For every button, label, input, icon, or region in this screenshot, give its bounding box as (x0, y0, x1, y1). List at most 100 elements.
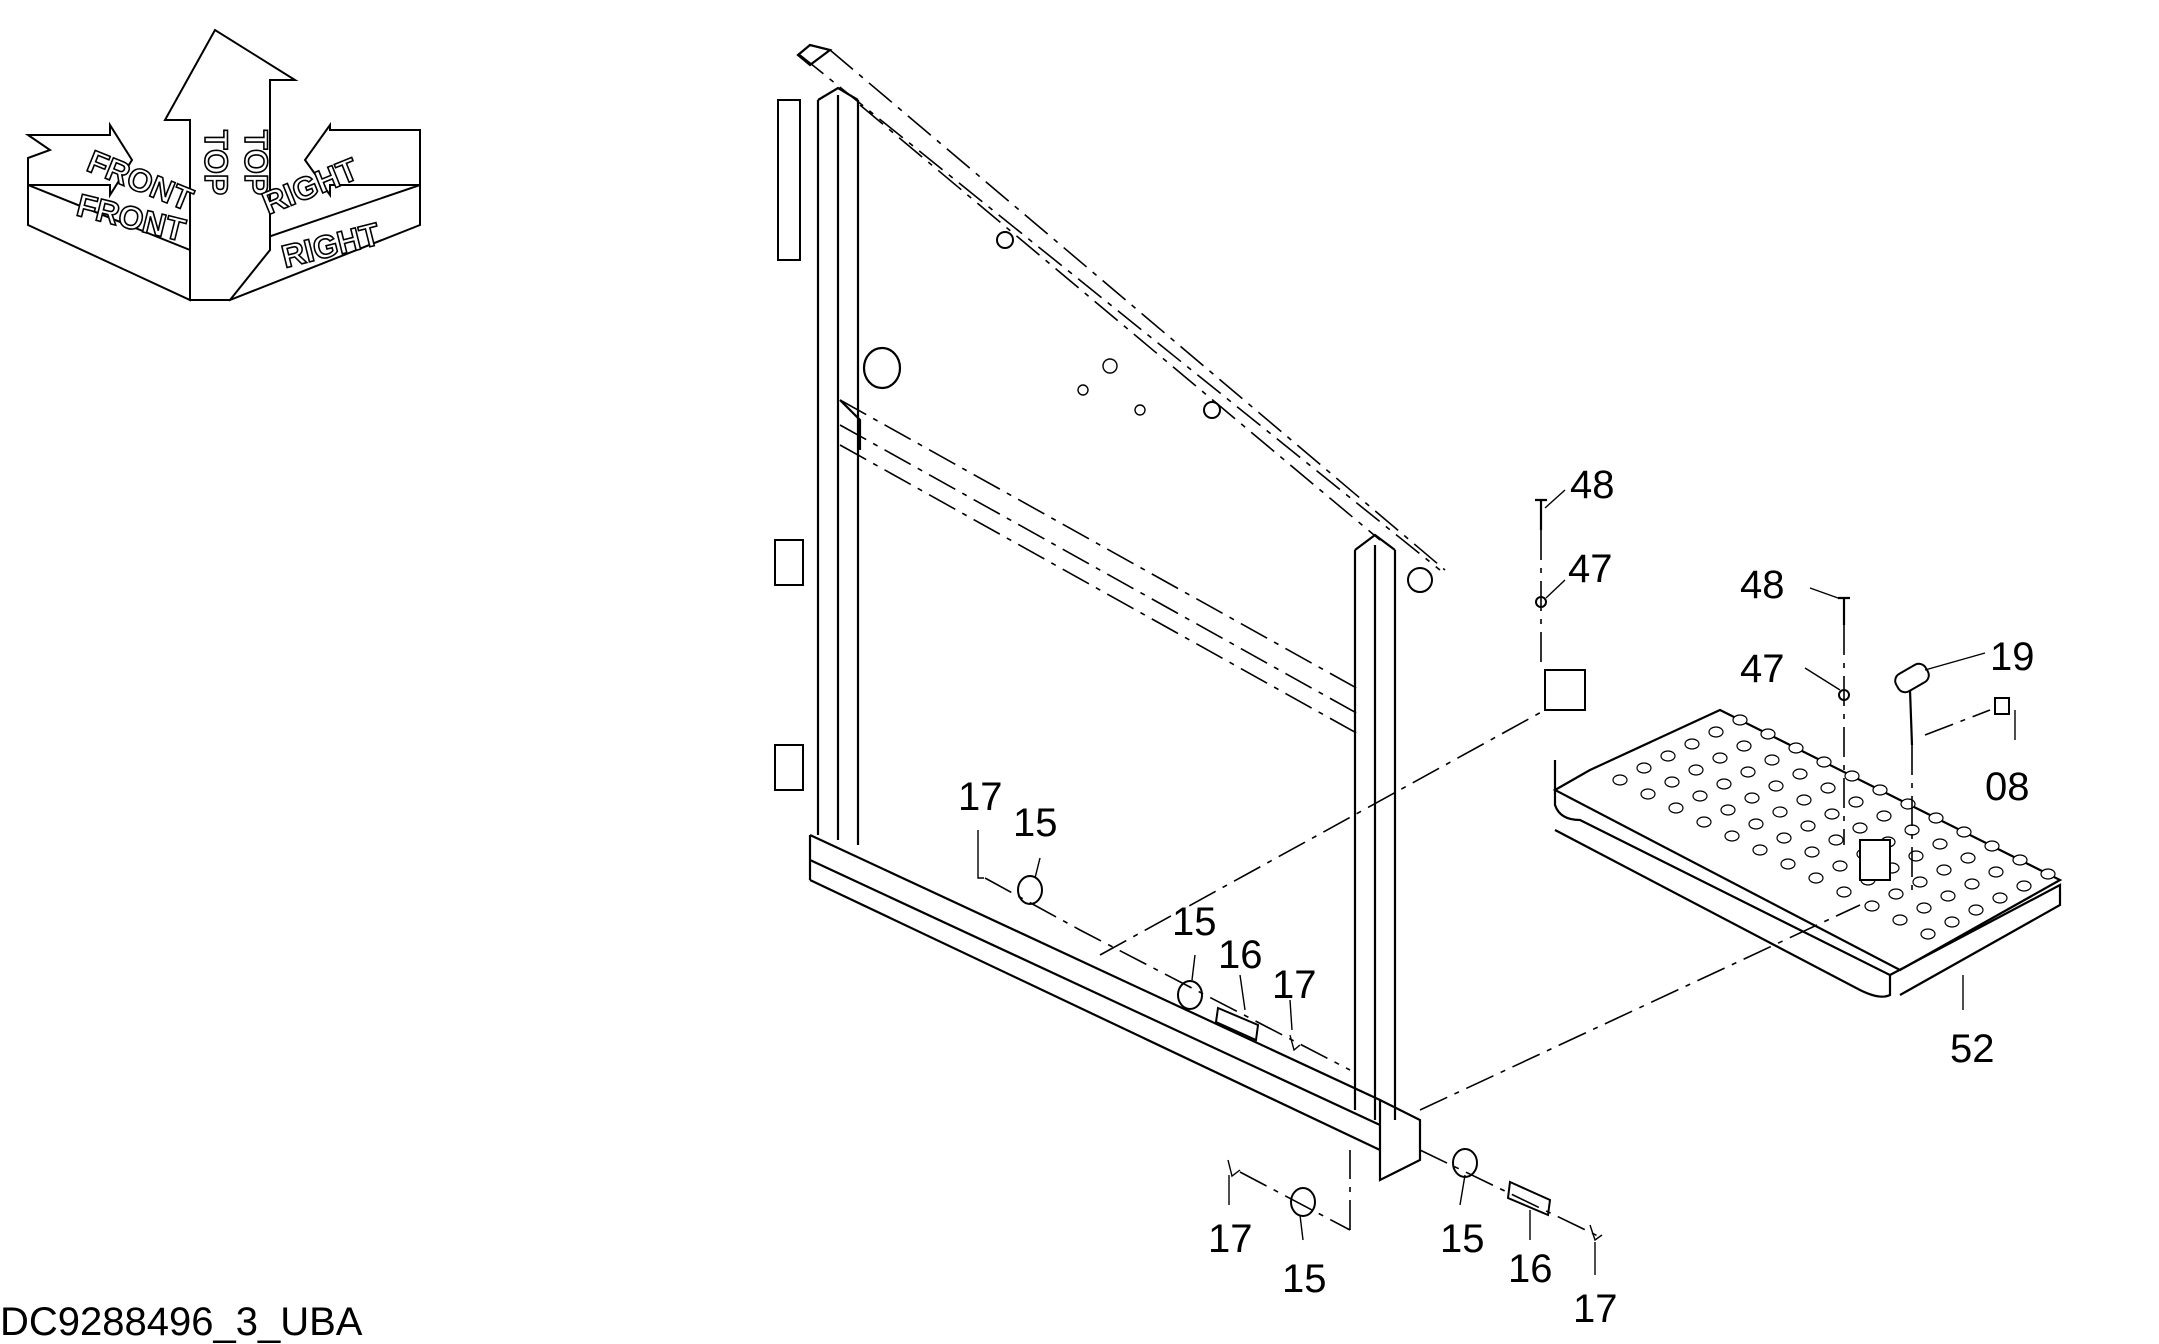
perforation-hole (1960, 852, 1976, 864)
perforation-hole (1932, 838, 1948, 850)
perforation-hole (1828, 834, 1844, 846)
bolt-hole-1 (1077, 384, 1089, 396)
perforation-hole (1920, 928, 1936, 940)
step-perforations (1612, 714, 2056, 940)
callout-47-lower: 47 (1740, 647, 1785, 691)
top-label-1: TOP (198, 130, 234, 195)
cotter-pin-17-b (1289, 1034, 1301, 1052)
middle-rail-end (839, 399, 862, 450)
perforation-hole (1660, 750, 1676, 762)
frame-nut-2 (996, 231, 1014, 249)
top-arrow (163, 28, 299, 301)
cotter-pin-17-c (1227, 1159, 1241, 1178)
top-corner (796, 43, 833, 67)
perforation-hole (1740, 766, 1756, 778)
perforation-hole (1900, 798, 1916, 810)
callout-15-b: 15 (1172, 900, 1217, 944)
pin-axis-lower-right (1419, 1149, 1601, 1238)
perforation-hole (1964, 878, 1980, 890)
perforation-hole (1640, 788, 1656, 800)
perforation-hole (1796, 794, 1812, 806)
perforation-hole (1836, 886, 1852, 898)
perforation-hole (1732, 714, 1748, 726)
callout-16-b: 16 (1508, 1247, 1553, 1291)
hardware (977, 498, 2010, 1242)
lock-pin-19-handle (1894, 662, 1930, 694)
callout-15-c: 15 (1282, 1257, 1327, 1301)
step-plate-outline (1552, 708, 2063, 972)
perforation-hole (1788, 742, 1804, 754)
perforation-hole (1940, 890, 1956, 902)
cab-frame (774, 43, 1446, 1182)
bottom-right-box (1378, 1098, 1422, 1182)
washer-15-c (1290, 1187, 1316, 1217)
cotter-pin-17-d (1589, 1224, 1603, 1242)
perforation-hole (1956, 826, 1972, 838)
perforation-hole (2040, 868, 2056, 880)
perforation-hole (1688, 764, 1704, 776)
perforation-hole (1820, 782, 1836, 794)
callout-19: 19 (1990, 635, 2035, 679)
middle-cross-rail (839, 399, 1361, 736)
perforation-hole (1824, 808, 1840, 820)
leader-lines (977, 489, 2016, 1275)
callout-48-upper: 48 (1570, 463, 1615, 507)
perforation-hole (1684, 738, 1700, 750)
drawing-reference: DC9288496_3_UBA (0, 1300, 363, 1344)
perforation-hole (1988, 866, 2004, 878)
perforation-hole (1612, 774, 1628, 786)
callout-48-lower: 48 (1740, 563, 1785, 607)
clip-08-axis (1924, 709, 1991, 736)
right-post (1353, 533, 1397, 1120)
access-hole (862, 346, 902, 390)
perforation-hole (1664, 776, 1680, 788)
perforation-hole (1748, 818, 1764, 830)
callout-08: 08 (1985, 765, 2030, 809)
perforation-hole (1776, 832, 1792, 844)
perforation-hole (1872, 784, 1888, 796)
step-front-rail (1889, 883, 2062, 996)
perforation-hole (1912, 876, 1928, 888)
perforation-hole (1708, 726, 1724, 738)
hinge-bracket-right (1859, 839, 1891, 881)
callout-labels: 48 47 48 47 19 08 52 17 15 15 16 17 17 1… (958, 463, 2035, 1331)
frame-nut-3 (1407, 567, 1433, 593)
step-assembly (1544, 669, 2063, 998)
perforation-hole (1716, 778, 1732, 790)
perforation-hole (1736, 740, 1752, 752)
callout-15-d: 15 (1440, 1217, 1485, 1261)
perforation-hole (1888, 888, 1904, 900)
perforation-hole (1904, 824, 1920, 836)
perforation-hole (1724, 830, 1740, 842)
bolt-48-lower (1838, 596, 1850, 625)
perforation-hole (1984, 840, 2000, 852)
perforation-hole (1848, 796, 1864, 808)
left-bracket-upper (774, 539, 804, 586)
pin-16-b (1506, 1180, 1552, 1217)
perforation-hole (1752, 844, 1768, 856)
perforation-hole (1744, 792, 1760, 804)
right-arrow-face (303, 121, 421, 199)
hinge-axis-lower (1419, 904, 1861, 1111)
perforation-hole (1804, 846, 1820, 858)
bolt-48-upper (1535, 498, 1547, 530)
bolt-hole-2 (1102, 358, 1118, 374)
perforation-hole (1892, 914, 1908, 926)
perforation-hole (2016, 880, 2032, 892)
callout-17-c: 17 (1208, 1217, 1253, 1261)
perforation-hole (1808, 872, 1824, 884)
washer-15-a (1017, 875, 1043, 905)
top-label-2: TOP (238, 130, 274, 195)
callout-17-b: 17 (1272, 963, 1317, 1007)
perforation-hole (1816, 756, 1832, 768)
perforation-hole (1908, 850, 1924, 862)
perforation-hole (1792, 768, 1808, 780)
left-bracket-lower (774, 744, 804, 791)
perforation-hole (1668, 802, 1684, 814)
clip-08 (1994, 697, 2010, 715)
perforation-hole (1928, 812, 1944, 824)
pin-16-a (1214, 1006, 1260, 1042)
perforation-hole (1832, 860, 1848, 872)
perforation-hole (1864, 900, 1880, 912)
bolt-hole-3 (1134, 404, 1146, 416)
